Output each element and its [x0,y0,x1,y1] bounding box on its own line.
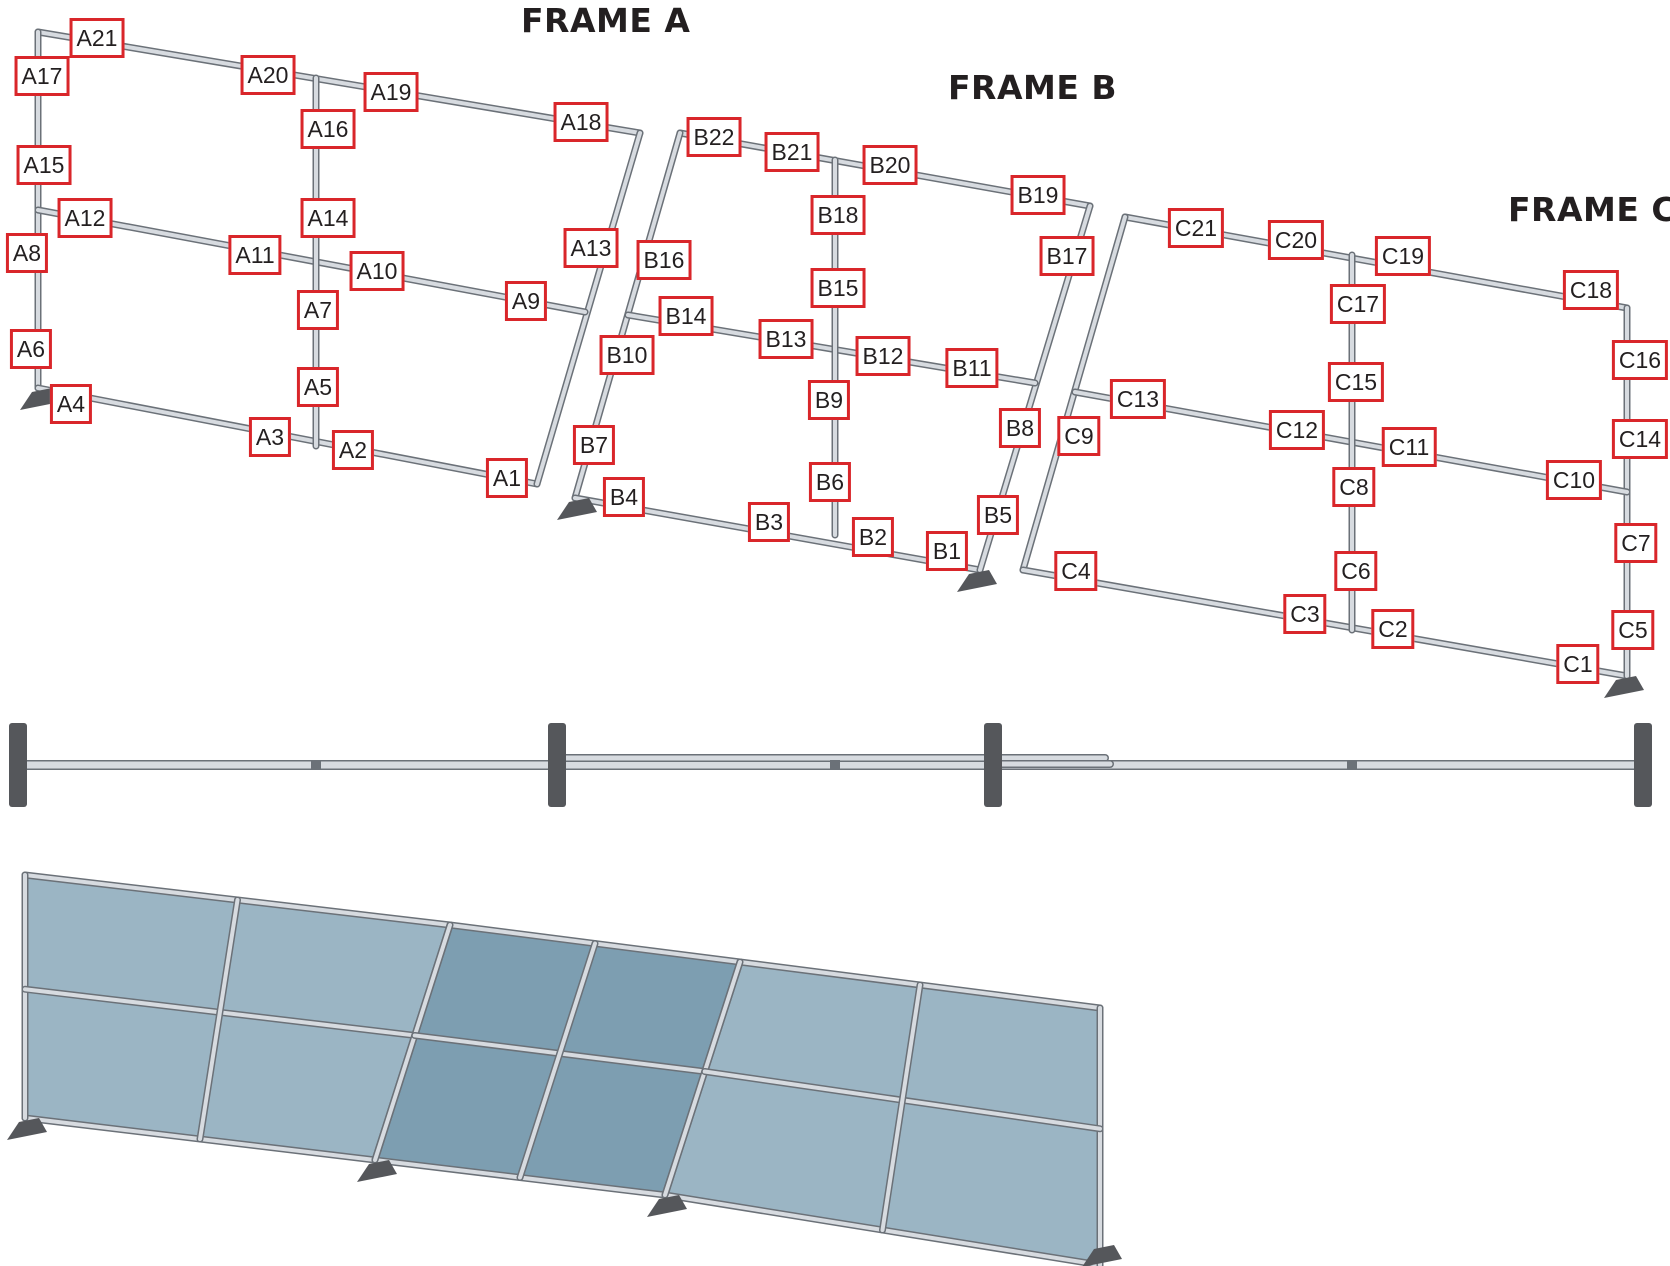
frame-a-right-post-highlight [535,131,642,486]
part-label: C10 [1545,460,1603,500]
part-label: C12 [1268,410,1326,450]
part-label: B18 [810,195,866,235]
assembled-wall-view [7,871,1122,1266]
part-label: B1 [925,531,969,571]
assembled-frame-b-left-highlight [373,923,452,1162]
labeled-frames-view [20,28,1644,698]
part-label: A3 [248,417,292,457]
part-label: B21 [764,132,820,172]
part-label: B13 [758,319,814,359]
part-label: B2 [851,517,895,557]
top-view-foot-1 [9,723,27,807]
frame-b-foot-left [557,498,597,520]
part-label: B5 [976,495,1020,535]
part-label: C13 [1109,379,1167,419]
part-label: A19 [363,72,419,112]
part-label: C7 [1614,523,1658,563]
part-label: C17 [1329,284,1387,324]
part-label: C18 [1562,270,1620,310]
part-label: B4 [602,477,646,517]
part-label: B3 [747,502,791,542]
part-label: A13 [563,228,619,268]
top-view-foot-4 [1634,723,1652,807]
part-label: A1 [485,458,529,498]
part-label: A10 [349,251,405,291]
part-label: A18 [553,102,609,142]
part-label: A8 [5,233,49,273]
part-label: A15 [16,145,72,185]
part-label: B19 [1010,175,1066,215]
assembled-frame-c-center-highlight [880,983,922,1232]
part-label: B15 [810,268,866,308]
part-label: A9 [504,281,548,321]
frame-b-title: FRAME B [948,68,1118,107]
frame-a-top-rail-highlight [36,30,642,135]
top-view-foot-2 [548,723,566,807]
top-view-joint-2 [830,760,840,770]
frame-a-middle-rail-highlight [36,208,587,314]
part-label: A12 [57,198,113,238]
part-label: A7 [296,290,340,330]
part-label: C3 [1283,594,1327,634]
part-label: B10 [599,335,655,375]
part-label: B6 [808,462,852,502]
assembled-foot-4 [1082,1245,1122,1266]
part-label: C11 [1381,427,1437,467]
part-label: C2 [1371,609,1415,649]
assembled-frame-a-center-highlight [198,898,240,1141]
part-label: C6 [1334,551,1378,591]
assembled-foot-3 [647,1195,687,1217]
part-label: A21 [69,18,125,58]
part-label: A4 [49,384,93,424]
part-label: A2 [331,430,375,470]
part-label: A20 [240,55,296,95]
part-label: C4 [1054,551,1098,591]
part-label: B12 [855,336,911,376]
part-label: B7 [572,425,616,465]
top-view [9,723,1652,807]
top-view-joint-3 [1347,760,1357,770]
assembled-foot-1 [7,1118,47,1140]
part-label: C9 [1057,416,1101,456]
frame-a-title: FRAME A [521,1,691,40]
part-label: C8 [1332,467,1376,507]
part-label: A14 [300,198,356,238]
part-label: A11 [228,235,282,275]
part-label: C21 [1167,208,1225,248]
part-label: A5 [296,367,340,407]
assembled-frame-c-left-highlight [663,960,742,1197]
frame-c-foot [1604,676,1644,698]
part-label: A6 [9,329,53,369]
part-label: C5 [1611,610,1655,650]
frame-b-foot-right [957,570,997,592]
part-label: A17 [14,56,70,96]
part-label: C14 [1611,419,1669,459]
part-label: A16 [300,109,356,149]
part-label: C15 [1327,362,1385,402]
part-label: B17 [1039,236,1095,276]
frame-c-title: FRAME C [1508,190,1670,229]
part-label: B8 [998,408,1042,448]
part-label: B16 [636,240,692,280]
part-label: C16 [1611,340,1669,380]
part-label: B14 [658,296,714,336]
assembled-frame-b-center-highlight [518,941,597,1180]
part-label: B22 [686,117,742,157]
part-label: C20 [1267,220,1325,260]
top-view-joint-1 [311,760,321,770]
part-label: C19 [1374,236,1432,276]
part-label: B9 [807,380,851,420]
part-label: B20 [862,145,918,185]
assembled-foot-2 [357,1160,397,1182]
part-label: C1 [1556,644,1600,684]
top-view-foot-3 [984,723,1002,807]
part-label: B11 [945,348,999,388]
